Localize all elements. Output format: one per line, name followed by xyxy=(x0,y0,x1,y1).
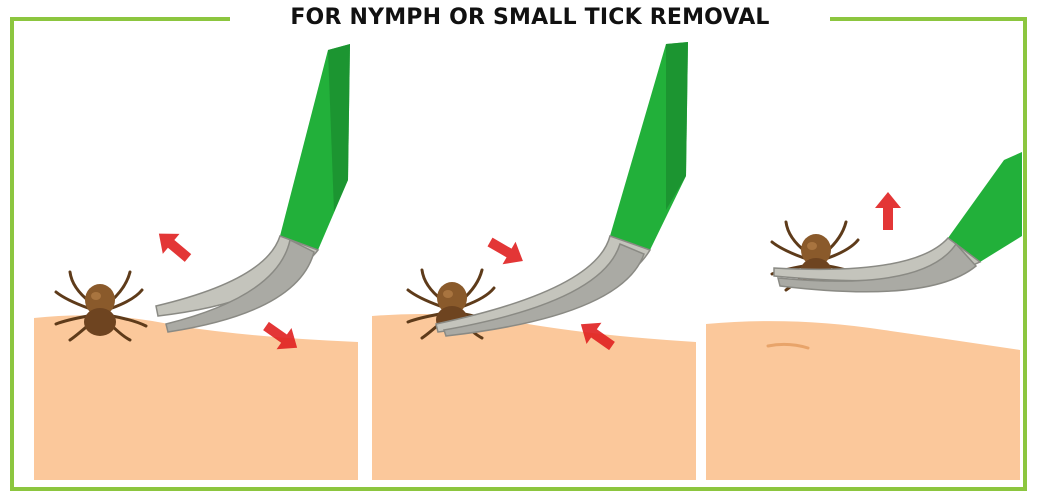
tweezers-icon xyxy=(156,44,350,332)
tweezers-icon xyxy=(774,152,1022,292)
panel-step-2 xyxy=(366,40,702,480)
panel-step-1 xyxy=(28,40,364,480)
step-2-illustration xyxy=(366,40,702,480)
arrow-icon xyxy=(875,192,901,230)
skin-surface xyxy=(34,315,358,480)
tweezers-icon xyxy=(436,42,688,336)
skin-surface xyxy=(372,314,696,480)
step-1-illustration xyxy=(28,40,364,480)
skin-surface xyxy=(706,321,1020,480)
step-3-illustration xyxy=(704,40,1040,480)
page-title: FOR NYMPH OR SMALL TICK REMOVAL xyxy=(230,0,830,36)
panel-step-3 xyxy=(704,40,1040,480)
